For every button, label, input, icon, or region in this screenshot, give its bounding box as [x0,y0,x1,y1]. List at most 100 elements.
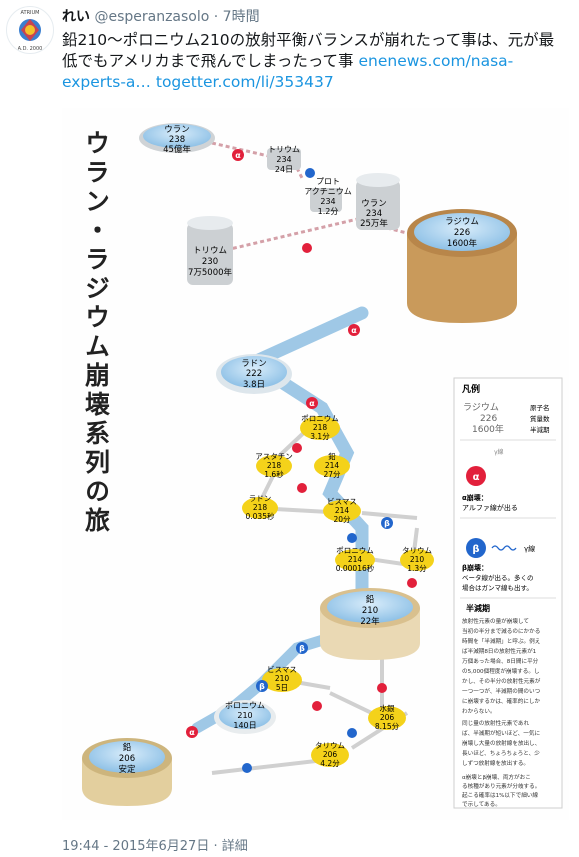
avatar-ring-top: ATRIUM [20,10,39,16]
alpha-symbol: α [189,728,195,737]
bi214-mass: 214 [335,506,350,515]
pa234-name: アクチニウム [304,187,352,196]
alpha-marker [377,683,387,693]
tl210-mass: 210 [410,555,425,564]
tl210-name: タリウム [402,546,432,555]
legend-alpha-title: α崩壊： [462,493,488,502]
attached-image[interactable]: ウラン・ラジウム崩壊系列の旅 ウラン 238 45億年 トリウム 234 [62,108,569,820]
tweet-footer: 19:44 - 2015年6月27日 · 詳細 [62,835,248,854]
u234-mass: 234 [366,209,382,219]
footer-separator: · [213,839,218,854]
user-handle[interactable]: @esperanzasolo [94,9,210,25]
node-u238: ウラン 238 45億年 [139,123,215,155]
svg-text:ば、半減期が短いほど、一気に: ば、半減期が短いほど、一気に [462,729,540,737]
hg206-mass: 206 [380,713,395,722]
legend-halflife-text: 放射性元素の量が崩壊して 当初の半分まで減るのにかかる 時間を「半減期」と呼ぶ。… [462,617,541,767]
legend-label-mass: 質量数 [530,414,550,423]
alpha-symbols: α α α α [189,151,357,737]
node-rn218: ラドン 218 0.035秒 [242,494,278,521]
node-bi210: ビスマス 210 5日 [262,665,302,692]
legend-alpha-desc: アルファ線が出る [462,503,518,512]
legend-label-name: 原子名 [530,403,550,412]
node-tl206: タリウム 206 4.2分 [311,741,349,768]
rn218-mass: 218 [253,503,268,512]
avatar-logo: ATRIUM A.D. 2000 [8,8,52,52]
node-tl210: タリウム 210 1.3分 [400,546,434,573]
bi214-halflife: 20分 [333,515,351,524]
bi210-name: ビスマス [267,665,297,674]
pb210-name: 鉛 [366,594,375,605]
u234-halflife: 25万年 [360,218,388,229]
po214-mass: 214 [348,555,363,564]
ra226-halflife: 1600年 [447,238,478,249]
alpha-symbol: α [351,326,357,335]
rn218-halflife: 0.035秒 [246,511,275,521]
pb206-halflife: 安定 [118,764,136,775]
node-ra226: ラジウム 226 1600年 [407,209,517,323]
legend-alpha-marker [466,466,486,486]
node-pb206: 鉛 206 安定 [82,738,172,806]
legend-sample-name: ラジウム [463,402,499,413]
tweet-time[interactable]: 7時間 [222,9,260,25]
th230-halflife: 7万5000年 [188,267,233,278]
rn222-mass: 222 [246,369,262,379]
node-po210: ポロニウム 210 140日 [214,700,276,734]
tl206-name: タリウム [315,741,345,750]
ra226-name: ラジウム [445,217,479,227]
alpha-marker [302,243,312,253]
po210-halflife: 140日 [233,721,256,730]
node-at218: アスタチン 218 1.6秒 [255,452,293,479]
svg-text:しずつ放射線を放出する。: しずつ放射線を放出する。 [462,759,529,767]
tweet-link-enenews[interactable]: enenews.com/nasa-experts-a… [62,52,514,91]
bi210-mass: 210 [275,674,290,683]
legend-gamma-label: γ線 [524,544,535,553]
legend-title: 凡例 [461,383,480,395]
po218-name: ポロニウム [301,414,339,423]
svg-text:に崩壊するかは、確率的にしか: に崩壊するかは、確率的にしか [462,697,540,705]
po210-mass: 210 [237,711,252,720]
svg-text:長いほど、ちょろちょろと、少: 長いほど、ちょろちょろと、少 [462,749,540,757]
svg-text:る核種があり元素が分岐する。: る核種があり元素が分岐する。 [462,782,540,790]
svg-text:の5,000個程度が崩壊する。し: の5,000個程度が崩壊する。し [462,667,540,675]
decay-chain-diagram: ウラン・ラジウム崩壊系列の旅 ウラン 238 45億年 トリウム 234 [82,123,563,809]
alpha-marker [232,149,244,161]
avatar[interactable]: ATRIUM A.D. 2000 [6,6,54,54]
svg-text:放射性元素の量が崩壊して: 放射性元素の量が崩壊して [462,617,529,625]
tweet-link-togetter[interactable]: togetter.com/li/353437 [155,73,334,91]
pb206-mass: 206 [119,754,135,764]
bi214-name: ビスマス [327,497,357,506]
alpha-symbol: α [235,151,241,160]
node-th230: トリウム 230 7万5000年 [187,216,233,285]
alpha-marker [297,483,307,493]
at218-mass: 218 [267,461,282,470]
at218-halflife: 1.6秒 [264,469,284,479]
svg-text:α崩壊とβ崩壊、両方がおこ: α崩壊とβ崩壊、両方がおこ [462,773,531,781]
th234-halflife: 24日 [275,165,293,174]
node-po214: ポロニウム 214 0.00016秒 [335,546,375,573]
beta-symbol: β [259,682,265,691]
legend-label-halflife: 半減期 [530,425,550,434]
rn222-halflife: 3.8日 [243,380,265,390]
beta-markers [242,168,393,773]
pb214-mass: 214 [325,461,340,470]
svg-text:わからない。: わからない。 [462,708,496,715]
th230-mass: 230 [202,257,218,267]
legend-sample-halflife: 1600年 [472,423,504,435]
u234-name: ウラン [361,199,387,209]
display-name[interactable]: れい [62,9,90,25]
node-rn222: ラドン 222 3.8日 [216,354,292,394]
svg-text:当初の半分まで減るのにかかる: 当初の半分まで減るのにかかる [462,627,540,635]
svg-text:一つ一つが、半減期の間のいつ: 一つ一つが、半減期の間のいつ [462,687,541,695]
pa234-mass: 234 [320,197,335,206]
po214-halflife: 0.00016秒 [336,563,375,573]
node-po218: ポロニウム 218 3.1分 [300,414,340,441]
u238-name: ウラン [164,125,190,135]
th234-name: トリウム [268,145,300,154]
tweet-body: 鉛210〜ポロニウム210の放射平衡バランスが崩れたって事は、元が最低でもアメリ… [62,31,555,70]
legend-beta-symbol: β [472,544,479,555]
node-pa234: プロト アクチニウム 234 1.2分 [304,177,352,216]
tweet-timestamp[interactable]: 19:44 - 2015年6月27日 [62,839,210,854]
hg206-name: 水銀 [380,703,395,713]
beta-symbol: β [384,519,390,528]
details-link[interactable]: 詳細 [221,839,248,854]
